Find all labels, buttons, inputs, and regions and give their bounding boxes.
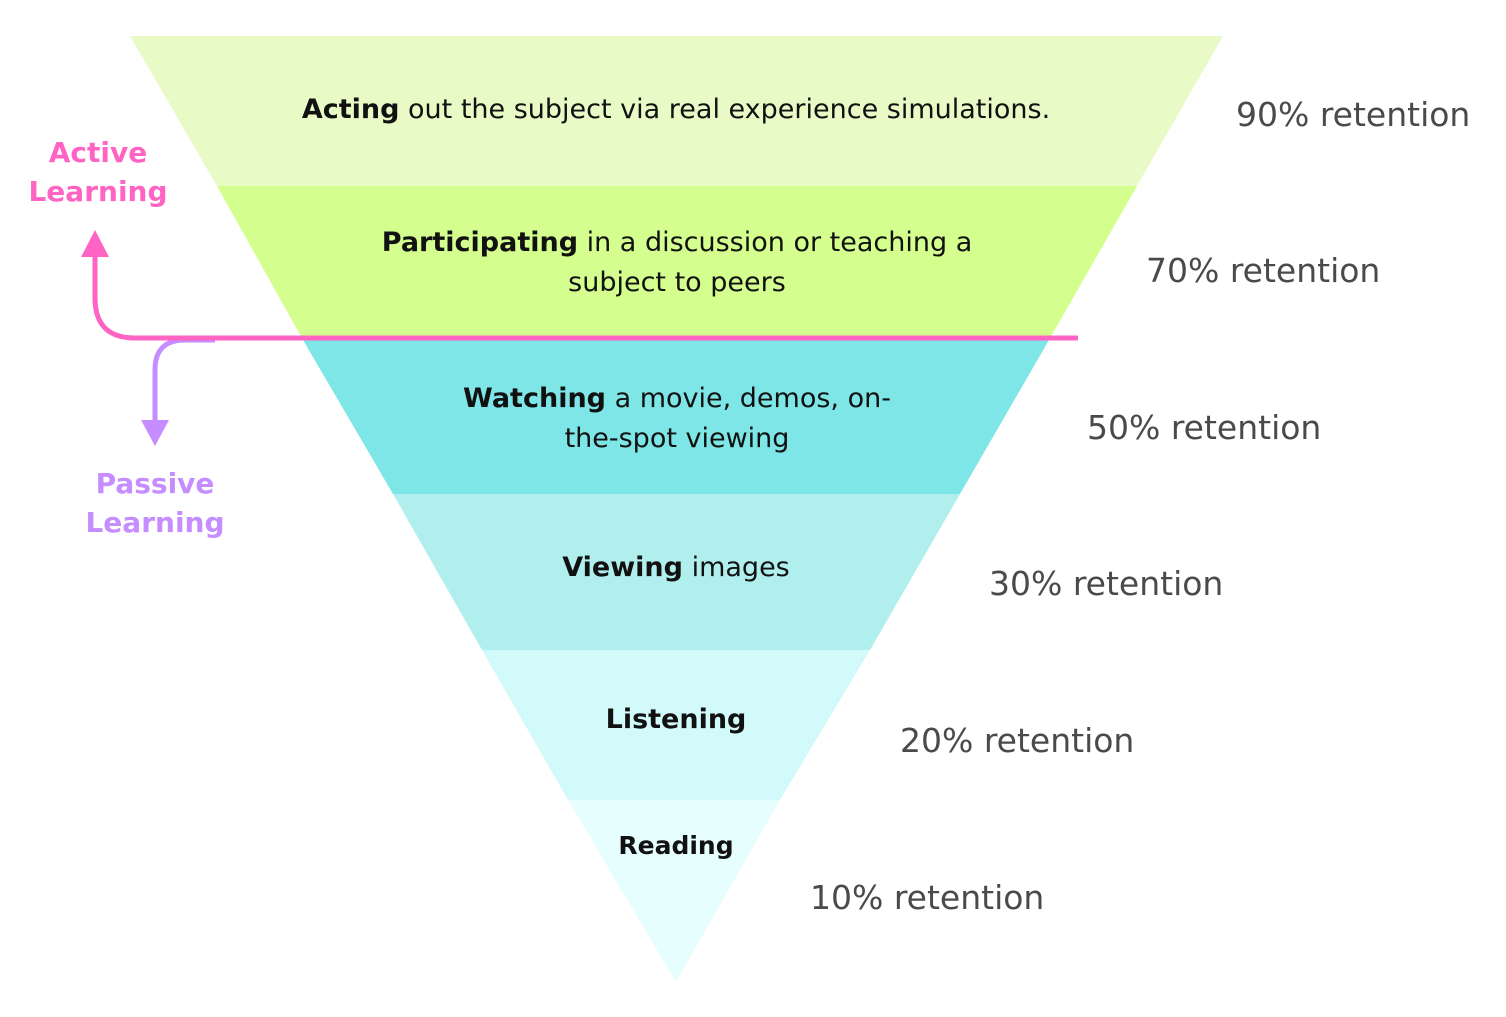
band-reading [568,800,780,982]
active-arrow-line [92,255,1078,341]
level-watching-text: Watching a movie, demos, on-the-spot vie… [463,383,891,454]
band-acting [130,36,1223,186]
band-watching [303,340,1049,494]
retention-watching: 50% retention [1087,408,1322,447]
level-acting-text: Acting out the subject via real experien… [301,94,1051,125]
retention-listening: 20% retention [900,721,1135,760]
level-reading-text: Reading [618,831,734,860]
retention-reading: 10% retention [810,878,1045,917]
band-participating [217,186,1137,340]
level-listening-text: Listening [605,704,747,735]
band-viewing [393,494,960,650]
retention-acting: 90% retention [1236,95,1471,134]
passive-learning-label: Passive Learning [85,467,225,539]
passive-arrow-line [152,337,215,420]
level-viewing-text: Viewing images [562,552,790,583]
band-listening [482,650,870,800]
retention-viewing: 30% retention [989,564,1224,603]
active-arrowhead-icon [81,230,109,257]
passive-arrowhead-icon [141,420,169,446]
active-learning-label: Active Learning [28,136,168,208]
retention-participating: 70% retention [1146,251,1381,290]
level-participating-text: Participating in a discussion or teachin… [381,227,973,298]
